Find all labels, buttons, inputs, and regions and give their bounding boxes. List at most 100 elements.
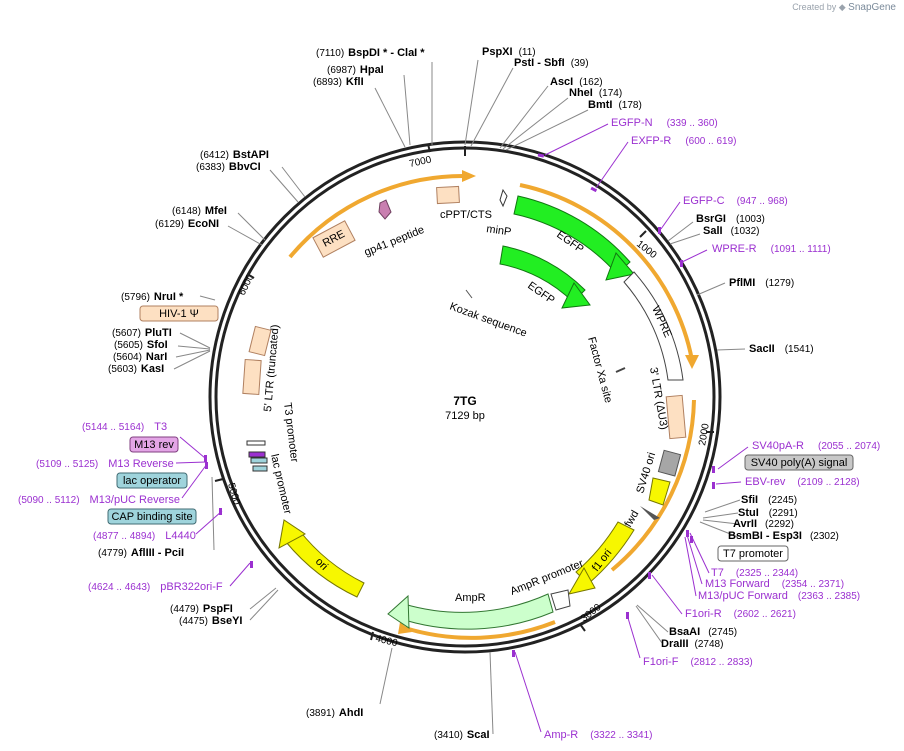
enzyme-stui-pos: (2291) <box>769 508 798 519</box>
svg-text:(4475)BseYI: (4475) BseYI <box>179 615 242 627</box>
enzyme-sfii-pos: (2245) <box>768 495 797 506</box>
snapgene-logo-icon: ◆ <box>838 2 846 12</box>
enzyme-econi-pos: (6129) <box>155 219 184 230</box>
cppt-label: cPPT/CTS <box>440 209 492 221</box>
t7-promoter-box <box>717 545 789 562</box>
kozak-label: Kozak sequence <box>448 301 529 340</box>
ltr3-box <box>665 394 687 440</box>
primer-ampr-name: Amp-R <box>544 729 578 741</box>
kozak-marker <box>465 289 473 299</box>
svg-text:EBV-rev(2109 .. 2128): EBV-rev(2109 .. 2128) <box>745 476 860 488</box>
enzyme-bseyi-name: BseYI <box>212 615 243 627</box>
enzyme-pspfi-name: PspFI <box>203 603 233 615</box>
primer-m13rev-pos: (5109 .. 5125) <box>36 459 98 470</box>
svg-text:M13/pUC Forward(2363 .. 2385): M13/pUC Forward(2363 .. 2385) <box>698 590 860 602</box>
ori-head <box>278 519 306 549</box>
ori-arrow <box>285 529 365 598</box>
enzyme-sacii-name: SacII <box>749 343 775 355</box>
enzyme-hpai-name: HpaI <box>360 64 384 76</box>
primer-exfpr-pos: (600 .. 619) <box>685 136 736 147</box>
enzyme-bstapi-name: BstAPI <box>233 149 269 161</box>
svg-text:(4779)AflIII - PciI: (4779)AflIII - PciI <box>98 547 184 559</box>
svg-text:(5603)KasI: (5603)KasI <box>108 363 164 375</box>
primer-pbr322-name: pBR322ori-F <box>160 581 223 593</box>
enzyme-leaders <box>173 59 746 735</box>
factor-xa-label: Factor Xa site <box>585 336 614 405</box>
arrow-head-1 <box>462 170 476 182</box>
svg-text:SfiI(2245): SfiI (2245) <box>741 494 797 506</box>
orange-arc-bottom <box>404 620 556 640</box>
primer-exfpr-name: EXFP-R <box>631 135 671 147</box>
svg-text:T7(2325 .. 2344): T7(2325 .. 2344) <box>711 567 798 579</box>
svg-text:M13 Forward(2354 .. 2371): M13 Forward(2354 .. 2371) <box>705 578 844 590</box>
primer-f1orir-name: F1ori-R <box>685 608 722 620</box>
enzyme-ahdi-name: AhdI <box>339 707 363 719</box>
gp41-marker <box>378 199 392 220</box>
enzyme-nari-pos: (5604) <box>113 352 142 363</box>
primer-t3-name: T3 <box>154 421 167 433</box>
enzyme-bsaai-name: BsaAI <box>669 626 700 638</box>
primer-sv40par-pos: (2055 .. 2074) <box>818 441 880 452</box>
plasmid-size: 7129 bp <box>445 410 485 422</box>
svg-text:(6412)BstAPI: (6412) BstAPI <box>200 149 269 161</box>
enzyme-pspfi-pos: (4479) <box>170 604 199 615</box>
enzyme-bsmbi-pos: (2302) <box>810 531 839 542</box>
arrow-head-2 <box>685 355 699 369</box>
rre-box <box>312 220 356 258</box>
tick-mark-3000 <box>579 623 586 632</box>
primer-l4440-pos: (4877 .. 4894) <box>93 531 155 542</box>
ltr5-box-1 <box>248 325 272 357</box>
f1ori-arrow <box>575 521 635 585</box>
wpre-arrow <box>623 271 684 381</box>
enzyme-asci-name: AscI <box>550 76 573 88</box>
enzyme-sfoi-name: SfoI <box>147 339 168 351</box>
enzyme-asci-pos: (162) <box>579 77 602 88</box>
enzyme-sfoi-pos: (5605) <box>114 340 143 351</box>
enzyme-nari-name: NarI <box>146 351 167 363</box>
tick-mark-6000 <box>246 273 255 279</box>
svg-text:(3410)ScaI: (3410)ScaI <box>434 729 490 741</box>
enzyme-labels: (7110)BspDI * - ClaI * (6987)HpaI (6893)… <box>98 46 839 741</box>
svg-text:EXFP-R(600 .. 619): EXFP-R (600 .. 619) <box>631 135 737 147</box>
orange-arc-upper-left <box>288 173 469 259</box>
enzyme-sfii-name: SfiI <box>741 494 758 506</box>
svg-text:SacII(1541): SacII(1541) <box>749 343 814 355</box>
m13rev-marker <box>248 451 266 458</box>
svg-text:F1ori-F(2812 .. 2833): F1ori-F(2812 .. 2833) <box>643 656 753 668</box>
svg-text:EGFP-C(947 .. 968): EGFP-C (947 .. 968) <box>683 195 788 207</box>
svg-text:(6893)KflI: (6893)KflI <box>313 76 364 88</box>
enzyme-mfei-name: MfeI <box>205 205 227 217</box>
svg-text:Amp-R(3322 .. 3341): Amp-R(3322 .. 3341) <box>544 729 653 741</box>
svg-text:(6383)BbvCI: (6383)BbvCI <box>196 161 261 173</box>
primer-wprer-name: WPRE-R <box>712 243 757 255</box>
svg-text:(4877 .. 4894)L4440: (4877 .. 4894)L4440 <box>93 530 196 542</box>
sv40pa-box <box>744 454 854 471</box>
enzyme-bseyi-pos: (4475) <box>179 616 208 627</box>
enzyme-draiii-name: DraIII <box>661 638 689 650</box>
svg-text:StuI(2291): StuI (2291) <box>738 507 798 519</box>
svg-text:BsmBI - Esp3I(2302): BsmBI - Esp3I(2302) <box>728 530 839 542</box>
tick-mark-1000 <box>639 230 647 238</box>
enzyme-afliii-name: AflIII - PciI <box>131 547 184 559</box>
enzyme-bstapi-pos: (6412) <box>200 150 229 161</box>
factor-xa-marker <box>615 367 626 373</box>
primer-egfpc-name: EGFP-C <box>683 195 725 207</box>
primer-ebvrev-pos: (2109 .. 2128) <box>797 477 859 488</box>
primer-egfpc-pos: (947 .. 968) <box>737 196 788 207</box>
svg-text:BsaAI(2745): BsaAI(2745) <box>669 626 737 638</box>
arrow-head-3 <box>398 622 412 634</box>
t7-promoter-label: T7 promoter <box>723 548 783 560</box>
sv40pa-label: SV40 poly(A) signal <box>751 457 848 469</box>
lac-operator-label: lac operator <box>123 475 181 487</box>
enzyme-draiii-pos: (2748) <box>695 639 724 650</box>
enzyme-stui-name: StuI <box>738 507 759 519</box>
svg-text:BsrGI(1003): BsrGI(1003) <box>696 213 765 225</box>
svg-text:WPRE-R(1091 .. 1111): WPRE-R(1091 .. 1111) <box>712 243 831 255</box>
enzyme-nrui-name: NruI * <box>154 291 184 303</box>
enzyme-psti-name: PstI - SbfI <box>514 57 565 69</box>
primer-f1orif-name: F1ori-F <box>643 656 679 668</box>
svg-text:(5605)SfoI: (5605) SfoI <box>114 339 168 351</box>
enzyme-pspxi-pos: (11) <box>519 47 536 58</box>
primer-m13pucfwd-pos: (2363 .. 2385) <box>798 591 860 602</box>
